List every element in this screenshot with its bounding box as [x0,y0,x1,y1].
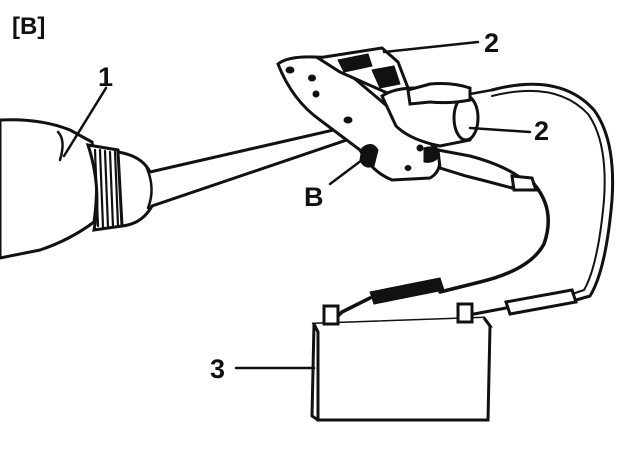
label-item-1: 1 [98,62,113,92]
label-item-b: B [304,182,324,212]
leader-item-1 [62,86,108,158]
leader-item-b [328,158,364,186]
leader-item-2-upper [382,40,480,54]
battery [310,302,493,422]
panel-label: [B] [12,13,45,40]
air-gun-nozzle [0,116,390,260]
label-item-2-upper: 2 [484,28,499,58]
label-item-3: 3 [210,354,225,384]
label-item-2-lower: 2 [534,116,549,146]
test-leads [334,82,615,320]
leader-item-2-lower [468,126,532,134]
